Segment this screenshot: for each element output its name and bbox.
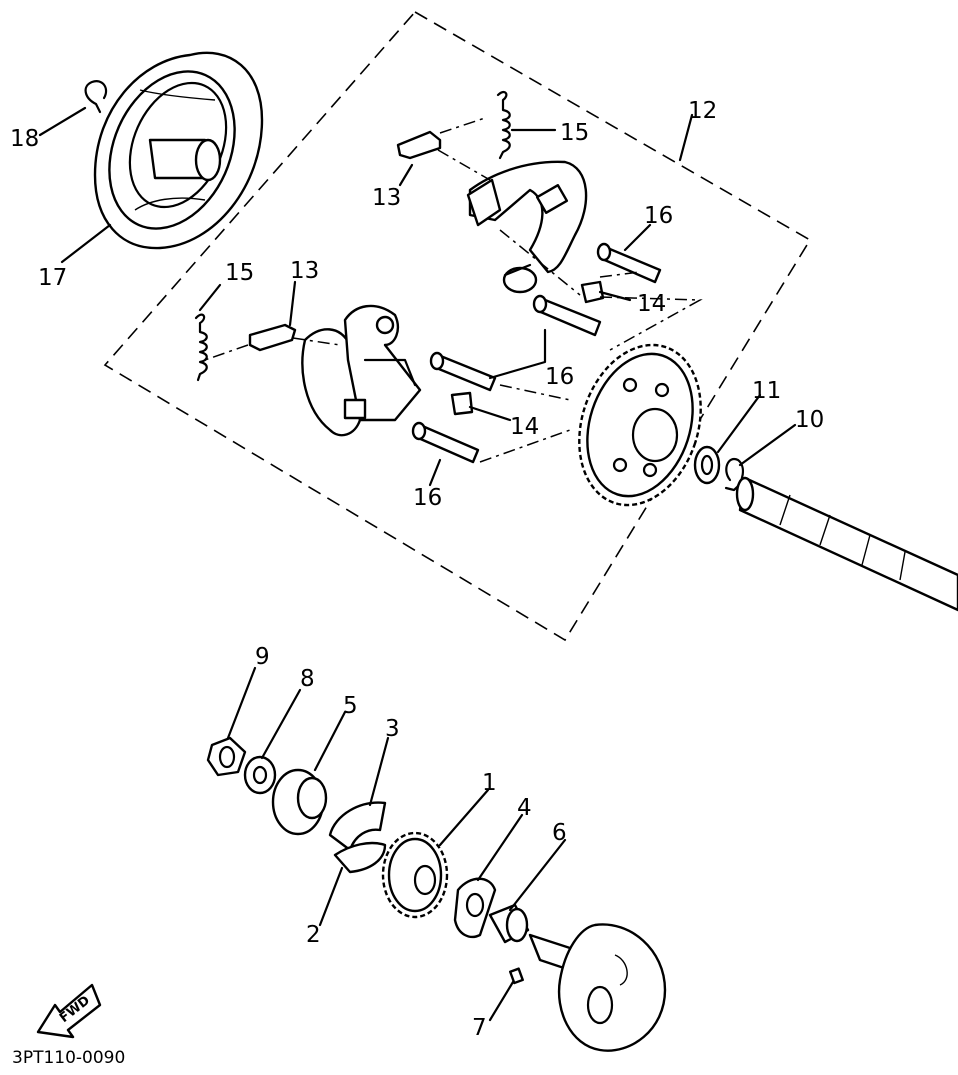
callout-1: 1 bbox=[482, 770, 497, 796]
figure-code: 3PT110-0090 bbox=[12, 1048, 125, 1068]
callout-16-upper: 16 bbox=[644, 203, 673, 229]
spring-hook-lower bbox=[248, 323, 297, 352]
drive-gear bbox=[381, 831, 449, 919]
callout-15-lower: 15 bbox=[225, 260, 254, 286]
spring-upper bbox=[496, 91, 511, 160]
fwd-arrow: FWD bbox=[36, 983, 102, 1039]
pin-lower-b bbox=[411, 421, 480, 464]
callout-13-lower: 13 bbox=[290, 258, 319, 284]
woodruff-key bbox=[508, 967, 524, 985]
nut bbox=[206, 736, 247, 777]
callout-9: 9 bbox=[255, 644, 270, 670]
callout-6: 6 bbox=[552, 820, 567, 846]
callout-16-lower: 16 bbox=[413, 485, 442, 511]
callout-14-upper: 14 bbox=[637, 291, 666, 317]
assembly-guide-lines bbox=[204, 117, 703, 463]
clutch-housing bbox=[93, 51, 264, 250]
callout-3: 3 bbox=[385, 716, 400, 742]
clutch-carrier bbox=[528, 923, 667, 1052]
callout-10: 10 bbox=[795, 407, 824, 433]
callout-2: 2 bbox=[306, 922, 321, 948]
spring-lower bbox=[194, 313, 208, 382]
leader-lines bbox=[38, 106, 797, 1022]
callout-14-lower: 14 bbox=[510, 414, 539, 440]
primary-driven-gear bbox=[578, 343, 702, 507]
assembly-boundary bbox=[103, 10, 812, 642]
callout-4: 4 bbox=[517, 795, 532, 821]
drive-plate bbox=[271, 768, 328, 836]
cam-block-lower bbox=[450, 391, 474, 416]
pin-upper bbox=[596, 242, 662, 284]
bush bbox=[488, 903, 530, 944]
callout-17: 17 bbox=[38, 265, 67, 291]
callout-12: 12 bbox=[688, 98, 717, 124]
clutch-shoe-lower bbox=[301, 304, 422, 437]
pin-lower-a bbox=[429, 351, 497, 392]
plain-washer bbox=[243, 755, 277, 795]
washer-hole bbox=[700, 454, 714, 476]
one-way-clutch-upper bbox=[328, 801, 387, 852]
spring-hook-upper bbox=[396, 130, 442, 160]
callout-8: 8 bbox=[300, 666, 315, 692]
callout-7: 7 bbox=[472, 1015, 487, 1041]
callout-11: 11 bbox=[752, 378, 781, 404]
callout-15-upper: 15 bbox=[560, 120, 589, 146]
pin-middle bbox=[532, 294, 602, 337]
washer bbox=[693, 445, 721, 485]
cam-block-upper bbox=[580, 280, 605, 304]
callout-16-middle: 16 bbox=[545, 364, 574, 390]
main-shaft bbox=[735, 476, 958, 612]
clutch-shoe-upper bbox=[466, 160, 588, 294]
circlip bbox=[84, 80, 108, 114]
callout-5: 5 bbox=[343, 693, 358, 719]
collar-plate bbox=[453, 877, 497, 939]
callout-18: 18 bbox=[10, 126, 39, 152]
one-way-clutch-lower bbox=[333, 841, 387, 874]
callout-13-upper: 13 bbox=[372, 185, 401, 211]
